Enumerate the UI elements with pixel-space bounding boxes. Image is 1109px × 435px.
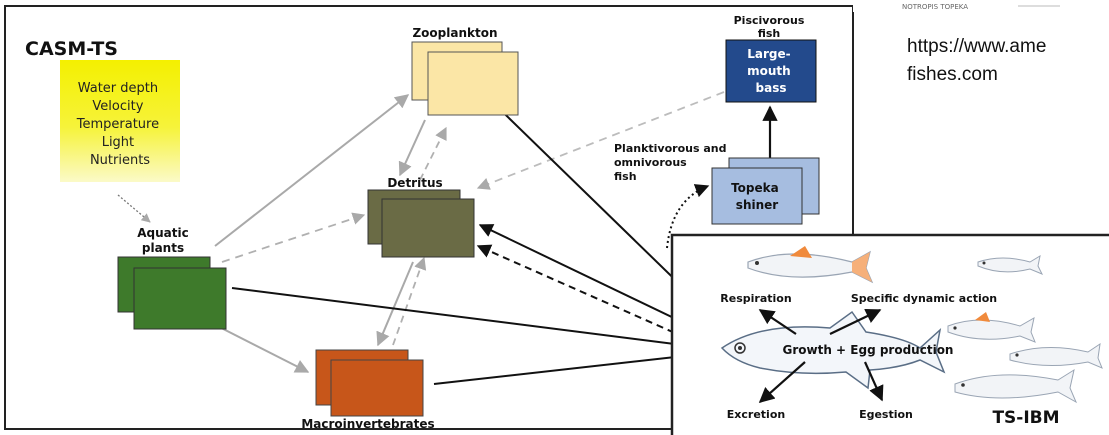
small-fish-icon	[954, 368, 1078, 404]
ibm-panel-bg	[672, 235, 1109, 435]
respiration-label: Respiration	[720, 292, 791, 305]
small-fish-icon	[1009, 342, 1103, 369]
top-caption: NOTROPIS TOPEKA	[902, 3, 968, 11]
env-factor: Nutrients	[90, 153, 150, 168]
aquatic-plants-box	[133, 267, 227, 330]
shiner-label-1: Topeka	[731, 181, 779, 195]
aquatic-plants-label-2: plants	[142, 241, 184, 255]
bass-label-2: mouth	[747, 64, 791, 78]
aquatic-plants-label-1: Aquatic	[137, 226, 188, 240]
zooplankton-label: Zooplankton	[412, 26, 497, 40]
zooplankton-box	[427, 51, 519, 116]
env-factor: Light	[102, 135, 134, 150]
bass-box	[725, 39, 817, 103]
small-fish-icon	[977, 254, 1044, 275]
ibm-panel-frame	[670, 233, 1109, 435]
macroinvertebrates-box	[330, 359, 424, 417]
central-fish-icon	[720, 310, 946, 390]
planktivorous-label-1: Planktivorous and	[614, 142, 726, 155]
small-fish-icon	[947, 312, 1036, 343]
environment-box	[60, 60, 180, 182]
planktivorous-label-3: fish	[614, 170, 637, 183]
bass-label-1: Large-	[747, 47, 790, 61]
bass-label-3: bass	[756, 81, 787, 95]
casm-frame	[4, 5, 854, 430]
ibm-title: TS-IBM	[992, 408, 1059, 428]
growth-label: Growth + Egg production	[783, 343, 954, 357]
source-url-line1: https://www.ame	[907, 36, 1047, 57]
svg-text:Large- mouth bass: Large- mouth bass	[747, 47, 795, 95]
excretion-label: Excretion	[727, 408, 785, 421]
shiner-box	[711, 167, 803, 225]
sda-label: Specific dynamic action	[851, 292, 997, 305]
model-title: CASM-TS	[25, 38, 118, 60]
source-url-line2: fishes.com	[907, 64, 998, 85]
env-factor: Temperature	[76, 117, 159, 132]
macroinvertebrates-label: Macroinvertebrates	[301, 417, 434, 431]
shiner-label-2: shiner	[736, 198, 778, 212]
detritus-label: Detritus	[387, 176, 442, 190]
piscivorous-label-2: fish	[758, 27, 781, 40]
planktivorous-label-2: omnivorous	[614, 156, 687, 169]
shiner-fish-icon	[747, 246, 874, 284]
env-factor: Water depth	[78, 81, 158, 96]
env-factor: Velocity	[92, 99, 143, 114]
svg-text:Water depth Velocity T: Water depth Velocity Temperature Light N…	[76, 81, 164, 168]
svg-text:Topeka shiner: Topeka shiner	[731, 181, 783, 212]
piscivorous-label-1: Piscivorous	[734, 14, 805, 27]
egestion-label: Egestion	[859, 408, 913, 421]
detritus-box	[381, 198, 475, 258]
svg-text:Planktivorous and omnivoro: Planktivorous and omnivorous fish	[614, 142, 730, 183]
